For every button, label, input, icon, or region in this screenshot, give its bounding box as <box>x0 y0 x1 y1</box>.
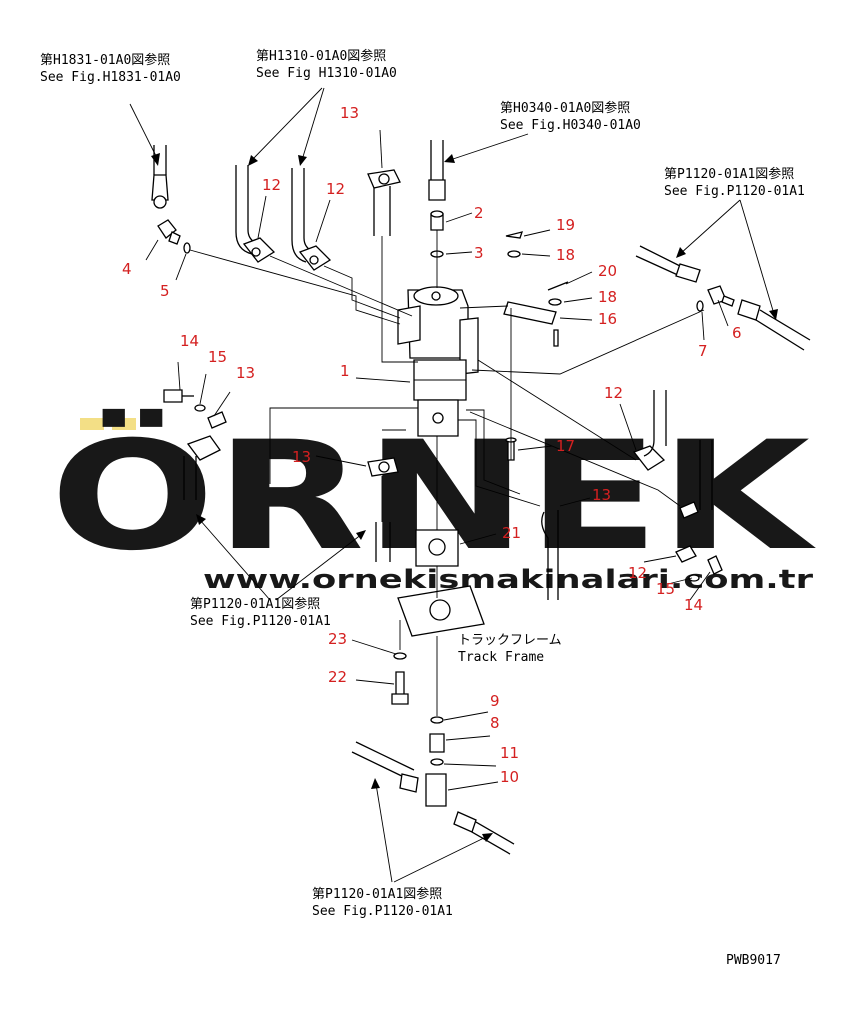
part-number: 13 <box>236 364 255 382</box>
part-number: 13 <box>592 486 611 504</box>
connection-lines <box>145 129 729 791</box>
ref-h1310: 第H1310-01A0図参照 See Fig H1310-01A0 <box>256 48 397 81</box>
part-number: 3 <box>474 244 484 262</box>
ref-h1310-en: See Fig H1310-01A0 <box>256 66 397 81</box>
part-number: 13 <box>340 104 359 122</box>
ref-h0340-en: See Fig.H0340-01A0 <box>500 118 641 133</box>
hoses-and-parts <box>151 140 811 855</box>
drawing-code: PWB9017 <box>726 953 781 968</box>
part-number-callouts: 1 2 3 4 5 6 7 8 9 10 11 12 12 12 12 13 1… <box>122 104 742 786</box>
track-frame-label: トラックフレーム Track Frame <box>458 633 562 665</box>
ref-p1120-left-jp: 第P1120-01A1図参照 <box>190 596 320 612</box>
part-number: 17 <box>556 437 575 455</box>
part-number: 2 <box>474 204 484 222</box>
part-number: 12 <box>604 384 623 402</box>
part-number: 5 <box>160 282 170 300</box>
ref-p1120-bottom: 第P1120-01A1図参照 See Fig.P1120-01A1 <box>312 886 453 919</box>
ref-h1831: 第H1831-01A0図参照 See Fig.H1831-01A0 <box>40 52 181 85</box>
part-number: 12 <box>628 564 647 582</box>
part-number: 18 <box>598 288 617 306</box>
reference-labels: 第H1831-01A0図参照 See Fig.H1831-01A0 第H1310… <box>40 48 805 968</box>
part-number: 18 <box>556 246 575 264</box>
watermark-url: www.ornekismakinalari.com.tr <box>203 565 813 595</box>
part-number: 9 <box>490 692 500 710</box>
ref-p1120-right: 第P1120-01A1図参照 See Fig.P1120-01A1 <box>664 166 805 199</box>
reference-arrows <box>129 87 778 883</box>
part-number: 8 <box>490 714 500 732</box>
part-number: 14 <box>684 596 703 614</box>
watermark-umlaut-right <box>112 418 136 430</box>
part-number: 12 <box>326 180 345 198</box>
part-number: 11 <box>500 744 519 762</box>
ref-p1120-bottom-en: See Fig.P1120-01A1 <box>312 904 453 919</box>
part-number: 13 <box>292 448 311 466</box>
part-number: 16 <box>598 310 617 328</box>
part-number: 15 <box>208 348 227 366</box>
part-number: 15 <box>656 580 675 598</box>
part-number: 21 <box>502 524 521 542</box>
part-number: 23 <box>328 630 347 648</box>
ref-h0340: 第H0340-01A0図参照 See Fig.H0340-01A0 <box>500 100 641 133</box>
part-number: 10 <box>500 768 519 786</box>
ref-p1120-left: 第P1120-01A1図参照 See Fig.P1120-01A1 <box>190 596 331 629</box>
track-frame-en: Track Frame <box>458 650 544 665</box>
ref-h1310-jp: 第H1310-01A0図参照 <box>256 48 386 64</box>
part-number: 19 <box>556 216 575 234</box>
ref-h0340-jp: 第H0340-01A0図参照 <box>500 100 630 116</box>
ref-h1831-jp: 第H1831-01A0図参照 <box>40 52 170 68</box>
part-number: 12 <box>262 176 281 194</box>
ref-p1120-left-en: See Fig.P1120-01A1 <box>190 614 331 629</box>
track-frame-jp: トラックフレーム <box>458 633 562 648</box>
part-number: 22 <box>328 668 347 686</box>
ref-p1120-bottom-jp: 第P1120-01A1図参照 <box>312 886 442 902</box>
part-number: 6 <box>732 324 742 342</box>
part-number: 1 <box>340 362 350 380</box>
part-number: 7 <box>698 342 708 360</box>
part-number: 20 <box>598 262 617 280</box>
ref-h1831-en: See Fig.H1831-01A0 <box>40 70 181 85</box>
ref-p1120-right-en: See Fig.P1120-01A1 <box>664 184 805 199</box>
part-number: 14 <box>180 332 199 350</box>
part-number: 4 <box>122 260 132 278</box>
watermark-umlaut-left <box>80 418 104 430</box>
ref-p1120-right-jp: 第P1120-01A1図参照 <box>664 166 794 182</box>
